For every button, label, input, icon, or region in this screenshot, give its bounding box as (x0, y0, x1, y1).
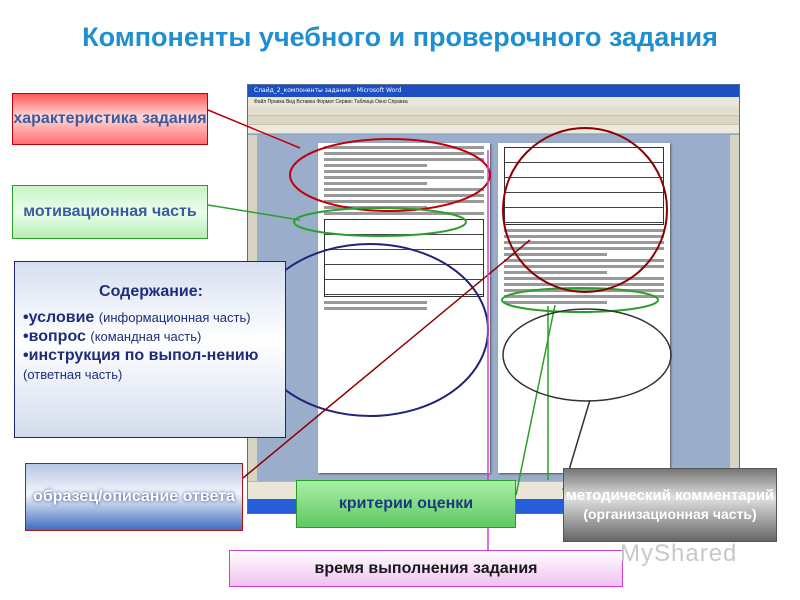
text-line (504, 295, 664, 298)
text-line (324, 146, 484, 149)
watermark: MyShared (620, 540, 738, 567)
text-line (324, 170, 484, 173)
motivation-label: мотивационная часть (23, 203, 197, 220)
content-item-sub: (командная часть) (90, 329, 202, 344)
text-line (504, 241, 664, 244)
text-line (504, 289, 664, 292)
word-ruler (248, 125, 739, 134)
text-line (504, 277, 664, 280)
time-box: время выполнения задания (229, 550, 623, 587)
content-heading: Содержание: (99, 283, 203, 300)
content-ellipse (251, 243, 489, 417)
sample-label: образец/описание ответа (33, 488, 235, 505)
time-label: время выполнения задания (314, 559, 538, 577)
text-line (504, 283, 664, 286)
text-line (504, 247, 664, 250)
characteristic-label: характеристика задания (13, 110, 207, 127)
motivation-box: мотивационная часть (12, 185, 208, 239)
criteria-box: критерии оценки (296, 480, 516, 528)
sample-box: образец/описание ответа (25, 463, 243, 531)
text-line (324, 152, 484, 155)
criteria-ellipse (501, 287, 659, 313)
word-vertical-scrollbar[interactable] (729, 135, 739, 483)
characteristic-box: характеристика задания (12, 93, 208, 145)
characteristic-connector (207, 109, 301, 149)
sample-connector (242, 239, 531, 479)
criteria-label: критерии оценки (338, 495, 474, 512)
text-line (504, 271, 608, 274)
sample-ellipse (502, 127, 668, 293)
text-line (504, 253, 608, 256)
text-line (324, 194, 484, 197)
document-page-left (318, 143, 490, 473)
content-item-sub: (ответная часть) (23, 367, 123, 382)
text-line (504, 229, 664, 232)
text-line (504, 235, 664, 238)
text-line (324, 212, 484, 215)
text-line (324, 301, 428, 304)
content-item: •инструкция по выпол-нению (ответная час… (23, 346, 279, 384)
motivation-ellipse (293, 207, 467, 237)
motivation-connector (207, 204, 301, 221)
text-line (324, 176, 484, 179)
criteria-connector (515, 304, 556, 496)
document-table (324, 219, 484, 297)
methodical-sublabel: (организационная часть) (583, 506, 757, 522)
word-toolbar (248, 107, 739, 116)
word-menubar: Файл Правка Вид Вставка Формат Сервис Та… (248, 97, 739, 107)
content-item-sub: (информационная часть) (98, 310, 251, 325)
word-formatting-toolbar (248, 116, 739, 125)
characteristic-ellipse (289, 138, 491, 212)
methodical-box: методический комментарий (организационна… (563, 468, 777, 542)
word-titlebar: Слайд_2_компоненты задания - Microsoft W… (248, 85, 739, 97)
text-line (504, 301, 608, 304)
content-item-main: •вопрос (23, 328, 86, 345)
methodical-label: методический комментарий (565, 487, 775, 504)
text-line (504, 259, 664, 262)
text-line (324, 307, 428, 310)
document-table (504, 147, 664, 225)
content-box: Содержание: •условие (информационная час… (14, 261, 286, 438)
text-line (324, 164, 428, 167)
text-line (324, 188, 484, 191)
text-line (324, 200, 484, 203)
content-item-main: •условие (23, 309, 95, 326)
slide-title: Компоненты учебного и проверочного задан… (82, 22, 718, 52)
content-item: •условие (информационная часть) (23, 308, 279, 327)
text-line (324, 182, 428, 185)
methodical-ellipse (502, 308, 672, 402)
content-item-main: •инструкция по выпол-нению (23, 347, 259, 364)
text-line (324, 158, 484, 161)
content-item: •вопрос (командная часть) (23, 327, 279, 346)
text-line (504, 265, 664, 268)
